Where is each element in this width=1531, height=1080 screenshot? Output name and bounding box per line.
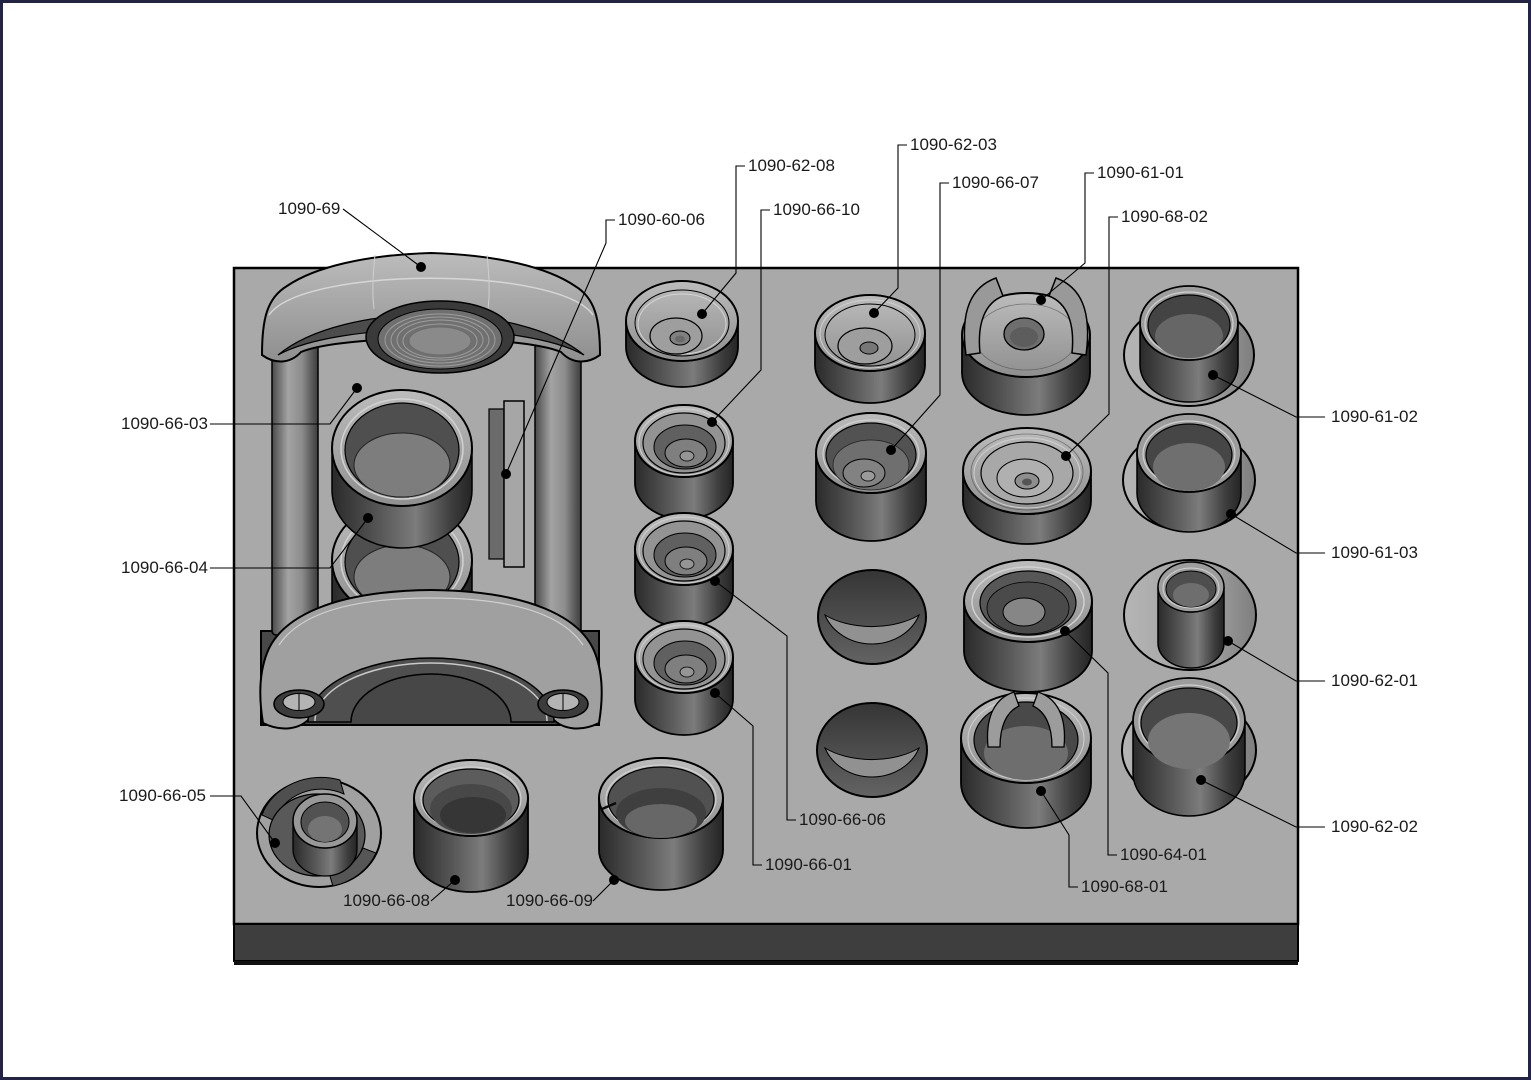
leader-dot-1090-69 [416,262,426,272]
part-1090-66-03 [331,389,473,549]
inner-prong-right [1032,691,1066,748]
leader-dot-1090-61-03 [1226,509,1236,519]
leader-line-1090-66-05 [210,795,276,844]
part-1090-61-01 [961,277,1091,416]
part-1090-64-01 [963,559,1093,693]
leader-dot-1090-61-02 [1208,370,1218,380]
leader-dot-1090-66-10 [707,417,717,427]
part-1090-66-01 [634,620,734,736]
leader-line-1090-64-01 [1064,630,1117,856]
tray-hole-1 [817,569,927,665]
prong-right [1048,277,1089,356]
leader-dot-1090-64-01 [1060,626,1070,636]
leader-dot-1090-62-03 [869,308,879,318]
leader-line-1090-61-01 [1040,172,1094,301]
leader-dot-1090-66-09 [609,875,619,885]
leader-dot-1090-62-08 [697,309,707,319]
leader-line-1090-61-03 [1230,513,1325,554]
leader-line-1090-68-01 [1040,790,1078,888]
leader-line-1090-66-01 [714,692,762,866]
parts-drawing [232,251,1300,965]
part-1090-62-08 [625,280,739,388]
tray-hole-2 [816,702,928,798]
leader-line-1090-66-04 [210,517,369,569]
bolt-hole-right [537,689,589,719]
prong-left [963,277,1004,356]
bolt-hole-left [273,689,325,719]
leader-dot-1090-68-02 [1061,451,1071,461]
leader-line-1090-60-06 [505,219,615,475]
part-1090-66-08 [413,759,529,893]
part-1090-62-02 [1121,677,1257,817]
rim-notch [601,801,617,811]
tray-front-band [233,923,1299,962]
part-1090-66-09 [598,757,724,891]
part-1090-60-06 [488,400,525,568]
part-1090-61-03 [1122,413,1256,533]
leader-dot-1090-60-06 [501,469,511,479]
part-1090-61-02 [1123,285,1255,407]
part-1090-66-06 [634,512,734,628]
assembly-bottom-cap [259,588,603,730]
leader-dot-1090-62-01 [1223,636,1233,646]
inner-prong-left [986,691,1020,748]
leader-dot-1090-66-05 [270,838,280,848]
leader-dot-1090-62-02 [1196,775,1206,785]
leader-dot-1090-68-01 [1036,786,1046,796]
part-1090-68-01 [960,691,1092,829]
part-1090-62-01 [1123,559,1257,671]
leader-line-1090-66-08 [430,879,456,902]
leader-line-1090-66-07 [890,182,949,451]
part-1090-66-07 [815,412,927,542]
leader-dot-1090-66-03 [352,383,362,393]
leader-line-1090-66-06 [714,580,796,821]
assembly-1090-69 [259,251,603,730]
leader-line-1090-62-03 [873,144,907,314]
leader-lines-layer [210,144,1325,902]
part-1090-68-02 [962,427,1092,545]
leader-line-1090-62-01 [1227,640,1325,682]
part-1090-66-05 [256,776,382,888]
leader-dot-1090-66-04 [363,513,373,523]
threaded-bore [365,300,515,374]
leader-dot-1090-66-06 [710,576,720,586]
leader-line-1090-66-03 [210,387,358,425]
leader-line-1090-62-08 [701,165,745,315]
leader-dot-1090-66-01 [710,688,720,698]
leader-line-1090-68-02 [1065,216,1118,457]
tray-shadow-line [234,961,1298,965]
leader-dot-1090-66-07 [886,445,896,455]
leader-line-1090-66-10 [711,209,770,423]
part-1090-62-03 [814,294,926,404]
leader-line-1090-62-02 [1200,779,1325,828]
leader-line-1090-69 [342,208,422,268]
leader-dot-1090-61-01 [1036,295,1046,305]
leader-line-1090-61-02 [1212,374,1325,418]
leader-dot-1090-66-08 [450,875,460,885]
part-1090-69 [260,251,602,374]
